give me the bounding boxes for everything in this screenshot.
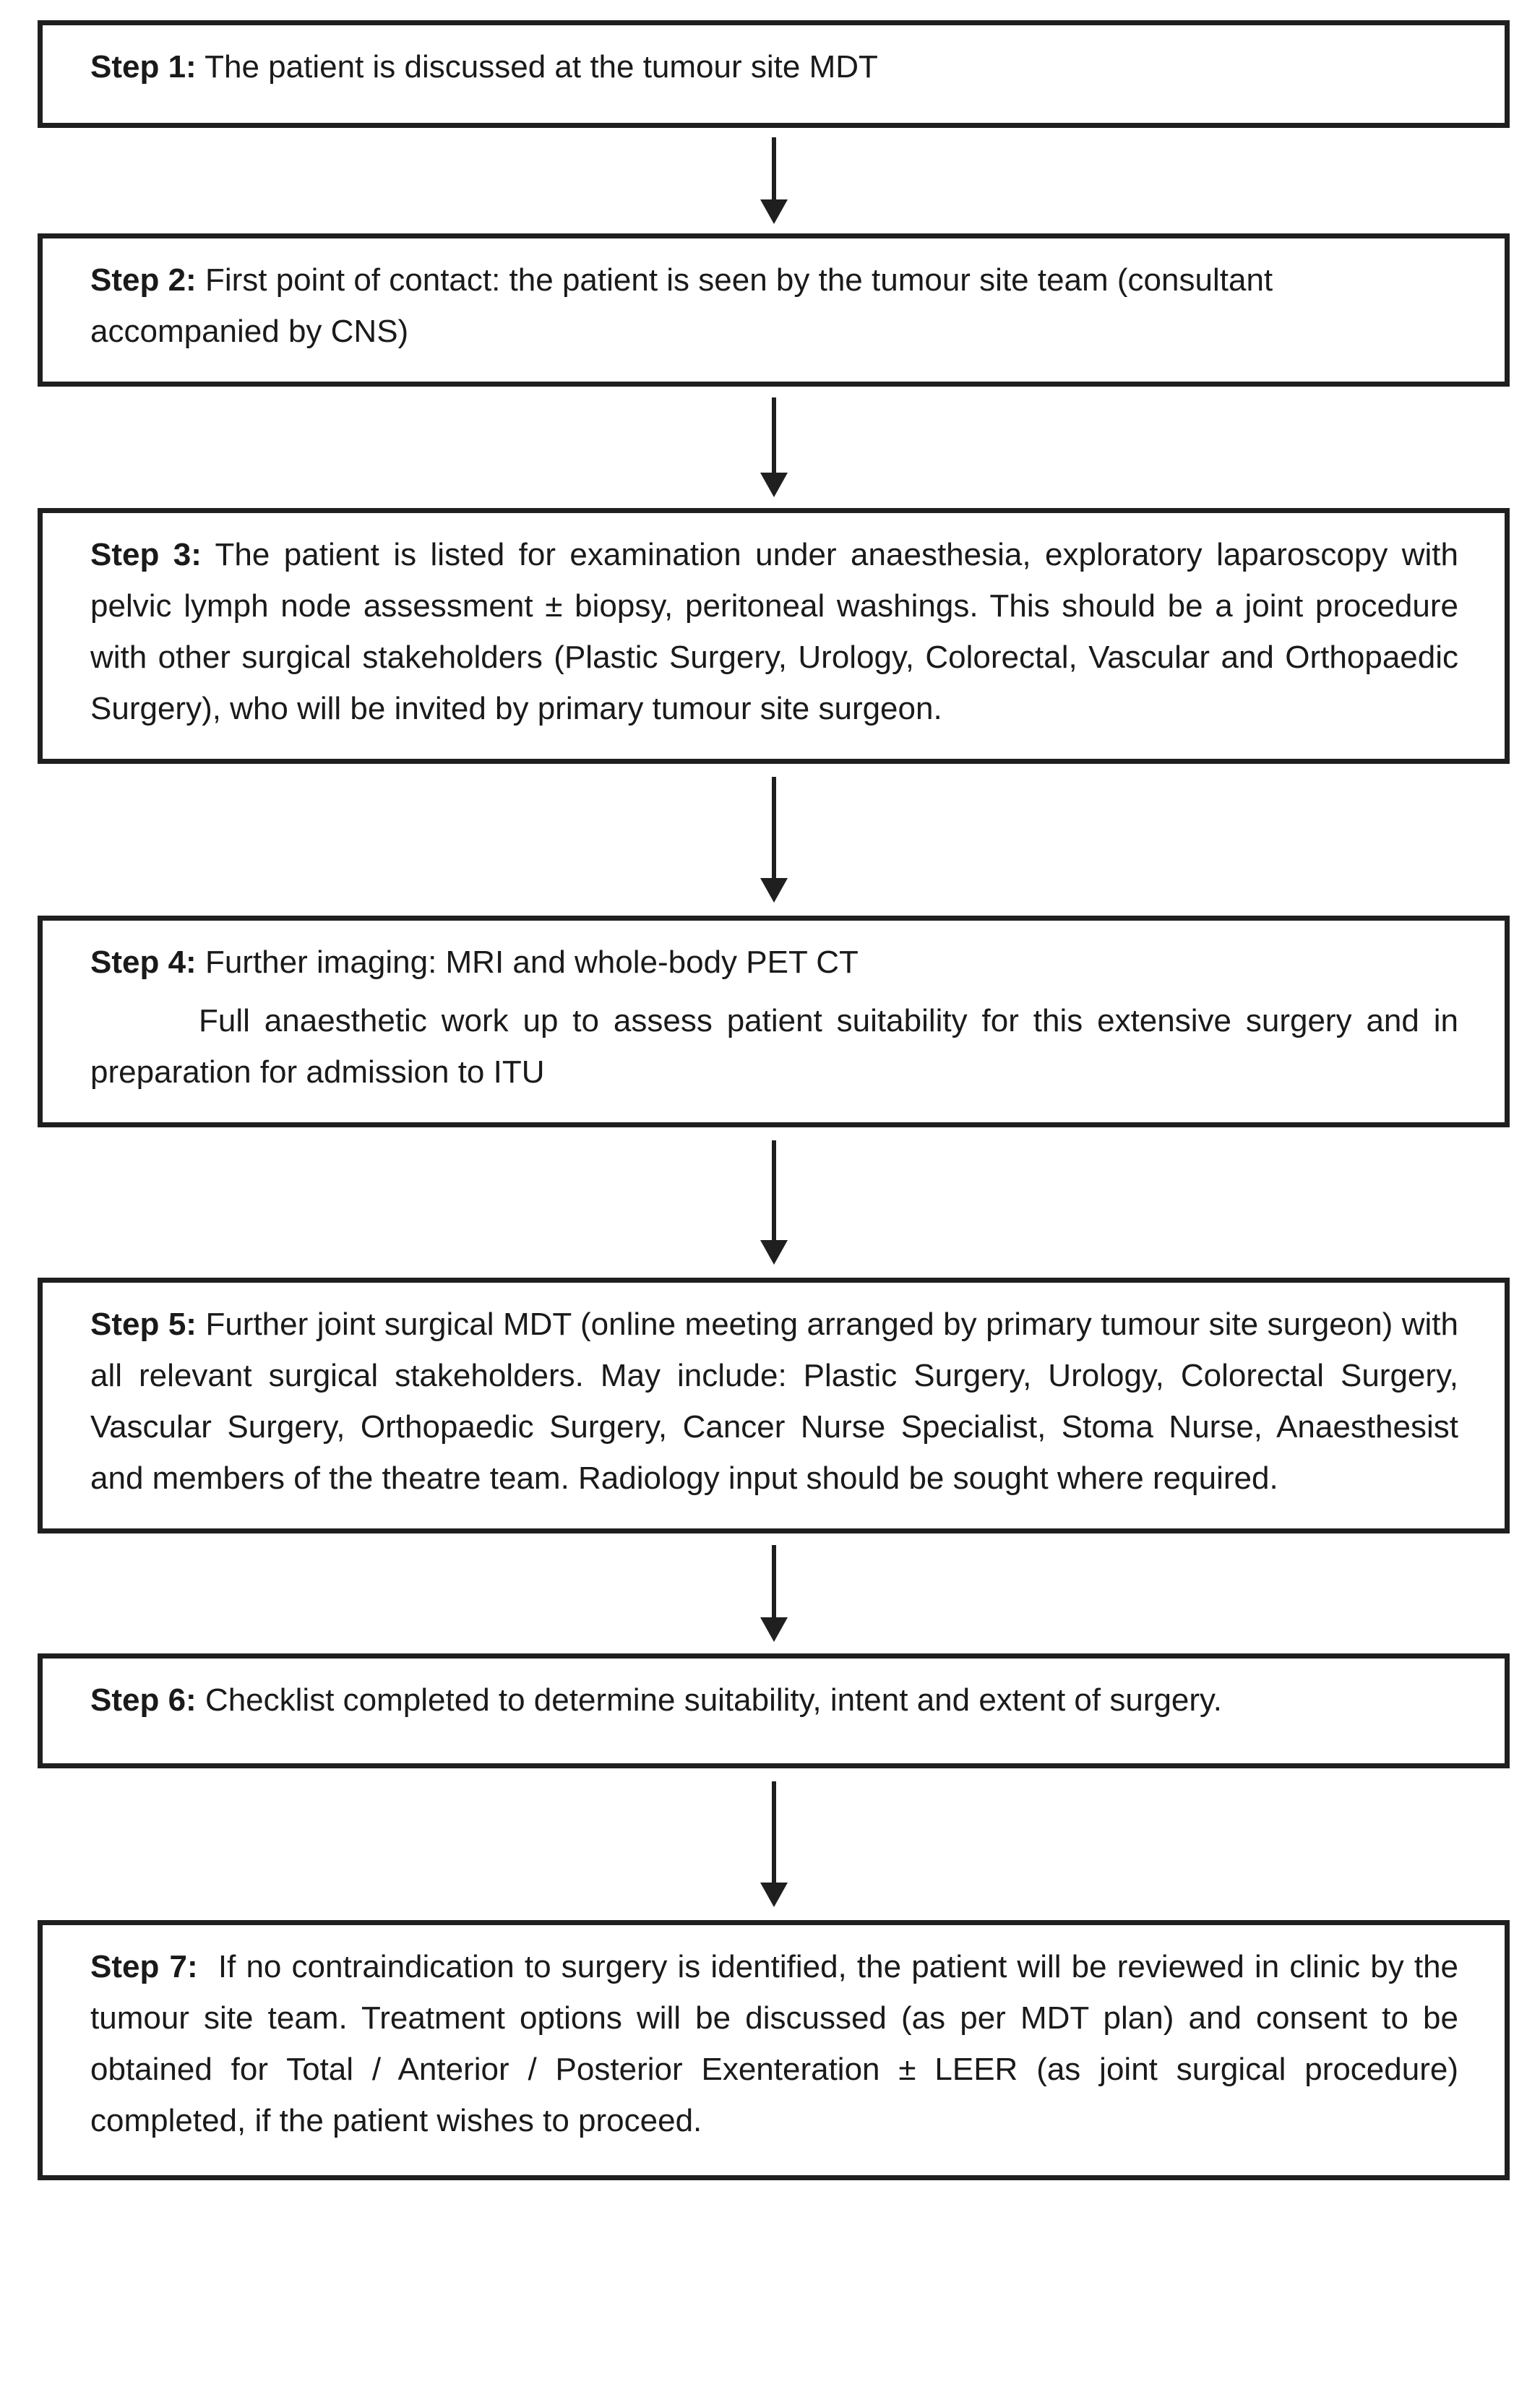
- step-6-label: Step 6:: [90, 1682, 197, 1718]
- step-3-label: Step 3:: [90, 537, 202, 572]
- flow-arrow-3: [760, 777, 788, 903]
- step-1-box: Step 1: The patient is discussed at the …: [38, 20, 1510, 128]
- step-4-text: Step 4: Further imaging: MRI and whole-b…: [90, 937, 1458, 988]
- step-6-box: Step 6: Checklist completed to determine…: [38, 1653, 1510, 1768]
- step-4-text-2: Full anaesthetic work up to assess patie…: [90, 995, 1458, 1098]
- flow-gap-6: [38, 1768, 1510, 1920]
- flow-gap-2: [38, 387, 1510, 508]
- arrow-shaft: [771, 1140, 776, 1240]
- step-2-box: Step 2: First point of contact: the pati…: [38, 233, 1510, 387]
- flow-gap-1: [38, 128, 1510, 233]
- step-1-text: Step 1: The patient is discussed at the …: [90, 41, 1458, 93]
- step-2-label: Step 2:: [90, 262, 197, 298]
- step-3-box: Step 3: The patient is listed for examin…: [38, 508, 1510, 764]
- step-5-text: Step 5: Further joint surgical MDT (onli…: [90, 1299, 1458, 1504]
- flow-arrow-6: [760, 1781, 788, 1907]
- flow-arrow-5: [760, 1545, 788, 1642]
- flow-arrow-1: [760, 137, 788, 224]
- step-4-box: Step 4: Further imaging: MRI and whole-b…: [38, 916, 1510, 1127]
- step-7-label: Step 7:: [90, 1949, 198, 1984]
- step-4-body: Further imaging: MRI and whole-body PET …: [205, 945, 859, 980]
- step-7-box: Step 7: If no contraindication to surger…: [38, 1920, 1510, 2180]
- arrow-down-icon: [760, 199, 788, 224]
- step-1-body: The patient is discussed at the tumour s…: [205, 49, 878, 85]
- step-3-text: Step 3: The patient is listed for examin…: [90, 529, 1458, 734]
- step-1-label: Step 1:: [90, 49, 197, 85]
- step-5-label: Step 5:: [90, 1307, 197, 1342]
- step-3-body: The patient is listed for examination un…: [90, 537, 1459, 726]
- arrow-down-icon: [760, 1240, 788, 1265]
- arrow-shaft: [771, 1545, 776, 1617]
- flow-gap-5: [38, 1533, 1510, 1653]
- step-2-text: Step 2: First point of contact: the pati…: [90, 254, 1458, 357]
- step-2-body: First point of contact: the patient is s…: [90, 262, 1273, 349]
- step-7-text: Step 7: If no contraindication to surger…: [90, 1941, 1458, 2146]
- flow-arrow-4: [760, 1140, 788, 1265]
- arrow-shaft: [771, 1781, 776, 1883]
- flow-gap-4: [38, 1127, 1510, 1278]
- arrow-down-icon: [760, 878, 788, 903]
- arrow-shaft: [771, 137, 776, 199]
- step-6-text: Step 6: Checklist completed to determine…: [90, 1674, 1458, 1726]
- flow-gap-3: [38, 764, 1510, 916]
- arrow-down-icon: [760, 473, 788, 497]
- step-6-body: Checklist completed to determine suitabi…: [205, 1682, 1223, 1718]
- step-5-body: Further joint surgical MDT (online meeti…: [90, 1307, 1458, 1496]
- arrow-shaft: [771, 777, 776, 878]
- step-4-label: Step 4:: [90, 945, 197, 980]
- flow-arrow-2: [760, 397, 788, 497]
- arrow-down-icon: [760, 1883, 788, 1907]
- step-4-body-2: Full anaesthetic work up to assess patie…: [90, 1003, 1458, 1090]
- step-7-body: If no contraindication to surgery is ide…: [90, 1949, 1459, 2138]
- step-5-box: Step 5: Further joint surgical MDT (onli…: [38, 1278, 1510, 1533]
- arrow-shaft: [771, 397, 776, 473]
- arrow-down-icon: [760, 1617, 788, 1642]
